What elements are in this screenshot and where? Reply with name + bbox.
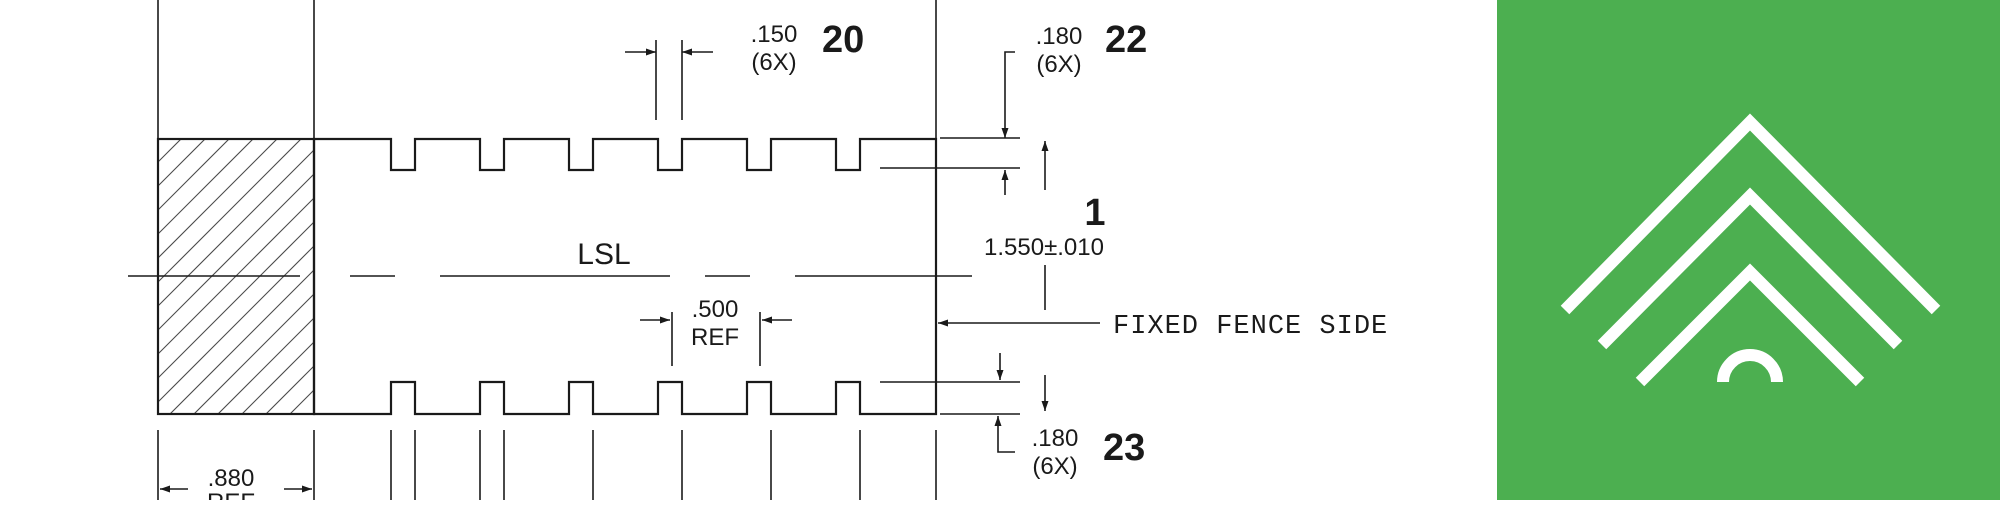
hatch-line [169,269,314,414]
depth-top-callout: 22 [1105,19,1147,61]
part-label: LSL [577,238,630,271]
notch-width-callout: 20 [822,19,864,61]
hatch-line [193,293,314,414]
extension-lines [157,0,1020,500]
depth-bottom-callout: 23 [1103,427,1145,469]
roof-arch-logo-icon [1560,113,1941,387]
hatch-line [158,173,314,331]
width-value: 1.550±.010 [984,234,1104,261]
width-callout: 1 [1084,192,1105,234]
end-length-note: REF [207,489,255,500]
hatch-line [289,389,314,414]
hatch-line [158,139,278,259]
hatch-line [241,341,314,414]
hatch-line [158,139,182,163]
logo-panel [1497,0,2000,500]
fence-side-note: FIXED FENCE SIDE [1113,312,1388,342]
hatch-line [158,245,314,403]
depth-top-qty: (6X) [1036,51,1081,78]
notch-width-value: .150 [751,21,798,48]
hatch-line [158,139,230,211]
hatch-line [158,149,314,307]
hatch-line [0,114,158,414]
hatch-line [158,139,254,235]
hatch-line [217,317,314,414]
part-outline [312,137,938,416]
dimension-lines [160,48,1100,493]
depth-bottom-value: .180 [1032,425,1079,452]
depth-top-value: .180 [1036,23,1083,50]
hatched-end-block [0,114,316,416]
depth-bottom-qty: (6X) [1032,453,1077,480]
hatch-line [158,139,206,187]
pitch-note: REF [691,324,739,351]
hatch-line [158,221,314,379]
hatch-line [0,114,182,414]
hatch-line [158,197,314,355]
end-length-value: .880 [208,465,255,492]
hatch-line [158,139,302,283]
notch-width-qty: (6X) [751,49,796,76]
pitch-value: .500 [692,296,739,323]
